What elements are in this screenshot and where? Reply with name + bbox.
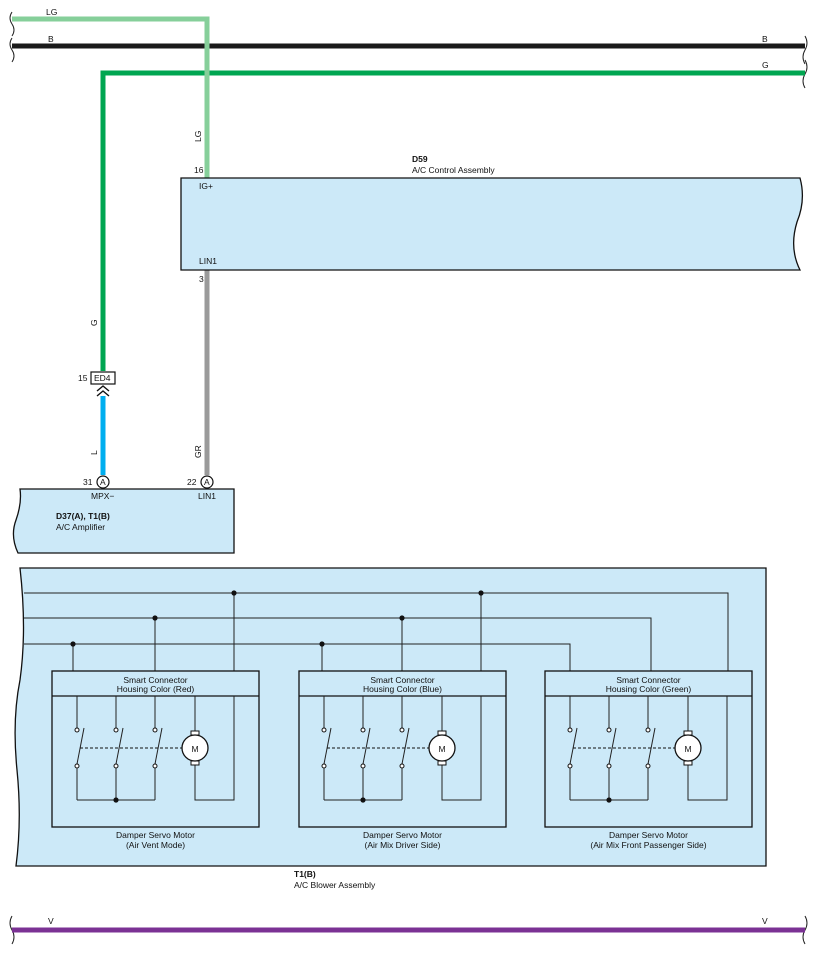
motor-caption-line2: (Air Vent Mode) xyxy=(126,840,185,850)
ed4-code: ED4 xyxy=(94,373,111,383)
d59-control-assembly: D59 A/C Control Assembly 16 IG+ LIN1 3 xyxy=(180,154,804,284)
b-label-right: B xyxy=(762,34,768,44)
t1-blower-assembly: T1(B) A/C Blower Assembly Smart Connecto… xyxy=(14,567,767,890)
v-label-left: V xyxy=(48,916,54,926)
limit-switch-2 xyxy=(113,696,124,800)
t1-junction-dots xyxy=(70,590,484,647)
d59-pin-lin-name: LIN1 xyxy=(199,256,217,266)
ed4-connector: ED4 15 xyxy=(78,371,116,397)
motor-icon: M xyxy=(181,696,235,801)
motor-symbol: M xyxy=(684,744,691,754)
limit-switch-1 xyxy=(567,696,578,800)
motor-header-line1: Smart Connector xyxy=(616,675,680,685)
l-label-vertical: L xyxy=(89,450,99,455)
t1-name: A/C Blower Assembly xyxy=(294,880,376,890)
switch-junction-dot xyxy=(606,797,612,803)
motor-caption-line2: (Air Mix Front Passenger Side) xyxy=(590,840,706,850)
d37-pin-lin-name: LIN1 xyxy=(198,491,216,501)
d59-pin-ig-name: IG+ xyxy=(199,181,213,191)
d37-pin-mpx-name: MPX− xyxy=(91,491,114,501)
d59-pin-ig-number: 16 xyxy=(194,165,204,175)
d37-pin-mpx-connector: A xyxy=(100,477,106,487)
lg-label-vertical: LG xyxy=(193,131,203,142)
bus-breaks-right xyxy=(802,35,808,945)
d59-code: D59 xyxy=(412,154,428,164)
limit-switch-1 xyxy=(321,696,332,800)
motor-caption-line1: Damper Servo Motor xyxy=(609,830,688,840)
d59-pin-lin-number: 3 xyxy=(199,274,204,284)
g-label-right: G xyxy=(762,60,769,70)
ed4-chevron-lower-icon xyxy=(96,390,110,397)
motor-icon: M xyxy=(674,696,728,801)
motor-symbol: M xyxy=(191,744,198,754)
limit-switch-1 xyxy=(74,696,85,800)
motor-box xyxy=(544,670,753,828)
switch-junction-dot xyxy=(360,797,366,803)
gr-label-vertical: GR xyxy=(193,445,203,458)
d37-pin-mpx-number: 31 xyxy=(83,477,93,487)
motor-box xyxy=(298,670,507,828)
t1-code: T1(B) xyxy=(294,869,316,879)
motor-header-line2: Housing Color (Green) xyxy=(606,684,692,694)
motor-header-line2: Housing Color (Red) xyxy=(117,684,195,694)
ed4-pin-number: 15 xyxy=(78,373,88,383)
motor-header-line1: Smart Connector xyxy=(370,675,434,685)
motor-caption-line2: (Air Mix Driver Side) xyxy=(364,840,440,850)
t1-internal-bus xyxy=(24,592,729,671)
limit-switch-2 xyxy=(360,696,371,800)
d37-pin-lin-number: 22 xyxy=(187,477,197,487)
bus-breaks-left xyxy=(9,11,15,945)
limit-switch-2 xyxy=(606,696,617,800)
d37-ac-amplifier: A 31 MPX− A 22 LIN1 D37(A), T1(B) A/C Am… xyxy=(12,475,235,554)
lg-label-left: LG xyxy=(46,7,57,17)
wire-lg xyxy=(12,16,210,178)
v-label-right: V xyxy=(762,916,768,926)
motor-symbol: M xyxy=(438,744,445,754)
motor-header-line2: Housing Color (Blue) xyxy=(363,684,442,694)
d59-name: A/C Control Assembly xyxy=(412,165,495,175)
limit-switch-3 xyxy=(152,696,163,800)
d37-name: A/C Amplifier xyxy=(56,522,105,532)
motor-caption-line1: Damper Servo Motor xyxy=(116,830,195,840)
limit-switch-3 xyxy=(645,696,656,800)
motor-box xyxy=(51,670,260,828)
motor-icon: M xyxy=(428,696,482,801)
d37-code: D37(A), T1(B) xyxy=(56,511,110,521)
limit-switch-3 xyxy=(399,696,410,800)
motor-caption-line1: Damper Servo Motor xyxy=(363,830,442,840)
d37-pin-lin-connector: A xyxy=(204,477,210,487)
switch-junction-dot xyxy=(113,797,119,803)
b-label-left: B xyxy=(48,34,54,44)
ed4-chevron-upper-icon xyxy=(96,385,110,392)
motor-header-line1: Smart Connector xyxy=(123,675,187,685)
g-label-vertical: G xyxy=(89,319,99,326)
wire-g xyxy=(100,70,805,371)
